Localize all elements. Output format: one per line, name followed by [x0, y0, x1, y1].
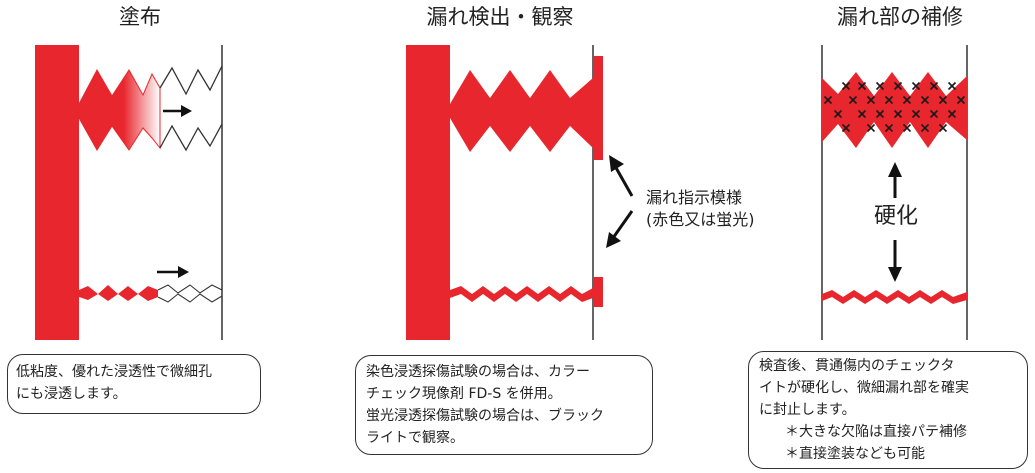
panel-title-application: 塗布 [119, 5, 161, 29]
caption-note: ＊大きな欠陥は直接パテ補修 [785, 424, 967, 440]
arrow-down-icon [606, 210, 634, 248]
cross-mark-icon [884, 123, 894, 133]
leak-indication-fine [593, 277, 603, 307]
leak-indication-large [593, 56, 603, 160]
large-crack-open-1 [159, 65, 223, 96]
cross-mark-icon [929, 81, 939, 91]
cross-mark-icon [884, 95, 894, 105]
cross-mark-icon [947, 109, 957, 119]
panel-application-art [35, 45, 223, 340]
cross-mark-icon [893, 81, 903, 91]
cross-mark-icon [857, 81, 867, 91]
caption-line: 蛍光浸透探傷試験の場合は、ブラック [366, 408, 604, 424]
cross-mark-icon [947, 81, 957, 91]
caption-line: に封止します。 [759, 402, 856, 418]
cross-mark-icon [911, 109, 921, 119]
caption-line: イトが硬化し、微細漏れ部を確実 [759, 380, 969, 396]
cure-label: 硬化 [858, 202, 934, 232]
cross-mark-icon [956, 95, 966, 105]
cross-mark-icon [929, 109, 939, 119]
cross-mark-icon [920, 95, 930, 105]
leak-indication-label-line: (赤色又は蛍光) [646, 210, 755, 229]
cross-mark-group [823, 81, 966, 133]
cross-mark-icon [893, 109, 903, 119]
arrow-right-icon [157, 266, 189, 278]
caption-line: 検査後、貫通傷内のチェックタ [759, 358, 955, 374]
cross-mark-icon [938, 95, 948, 105]
caption-line: 低粘度、優れた浸透性で微細孔 [16, 364, 212, 380]
cross-mark-icon [920, 123, 930, 133]
fine-crack-open-1 [157, 284, 223, 303]
cross-mark-icon [875, 109, 885, 119]
arrow-up-icon [888, 162, 902, 198]
leak-indication-label-line: 漏れ指示模様 [646, 188, 743, 207]
cross-mark-icon [911, 81, 921, 91]
cross-mark-icon [833, 109, 843, 119]
cross-mark-icon [841, 81, 851, 91]
panel-detection-art [406, 45, 634, 340]
cured-crack-large [822, 72, 967, 148]
cross-mark-icon [848, 95, 858, 105]
arrow-up-icon [609, 155, 634, 197]
cross-mark-icon [866, 123, 876, 133]
caption-line: にも浸透します。 [16, 386, 127, 402]
caption-line: 染色浸透探傷試験の場合は、カラー [366, 364, 590, 380]
leak-indication-label: 漏れ指示模様 (赤色又は蛍光) [646, 187, 755, 231]
caption-line: ライトで観察。 [366, 430, 464, 446]
arrow-down-icon [888, 240, 902, 282]
panel-repair-art [821, 45, 968, 340]
caption-note: ＊直接塗装なども可能 [785, 446, 925, 462]
caption-application: 低粘度、優れた浸透性で微細孔 にも浸透します。 [7, 354, 261, 414]
panel-title-detection: 漏れ検出・観察 [426, 5, 574, 29]
coating-layer-2 [406, 45, 450, 340]
cross-mark-icon [875, 81, 885, 91]
cross-mark-icon [841, 123, 851, 133]
caption-repair: 検査後、貫通傷内のチェックタ イトが硬化し、微細漏れ部を確実 に封止します。 ＊… [748, 351, 1028, 469]
cross-mark-icon [857, 109, 867, 119]
coating-layer-1 [35, 45, 79, 340]
cross-mark-icon [823, 95, 833, 105]
large-crack-filled-2 [450, 70, 593, 152]
cross-mark-icon [902, 123, 912, 133]
panel-title-repair: 漏れ部の補修 [837, 5, 963, 29]
caption-line: チェック現像剤 FD-S を併用。 [366, 386, 562, 402]
caption-detection: 染色浸透探傷試験の場合は、カラー チェック現像剤 FD-S を併用。 蛍光浸透探… [355, 355, 653, 455]
large-crack-filled-1 [78, 68, 161, 151]
fine-crack-filled-2 [450, 286, 593, 302]
cured-crack-fine [822, 290, 967, 304]
cross-mark-icon [866, 95, 876, 105]
arrow-right-icon [163, 105, 192, 117]
cross-mark-icon [902, 95, 912, 105]
fine-crack-filled-1 [79, 285, 158, 301]
cross-mark-icon [938, 123, 948, 133]
